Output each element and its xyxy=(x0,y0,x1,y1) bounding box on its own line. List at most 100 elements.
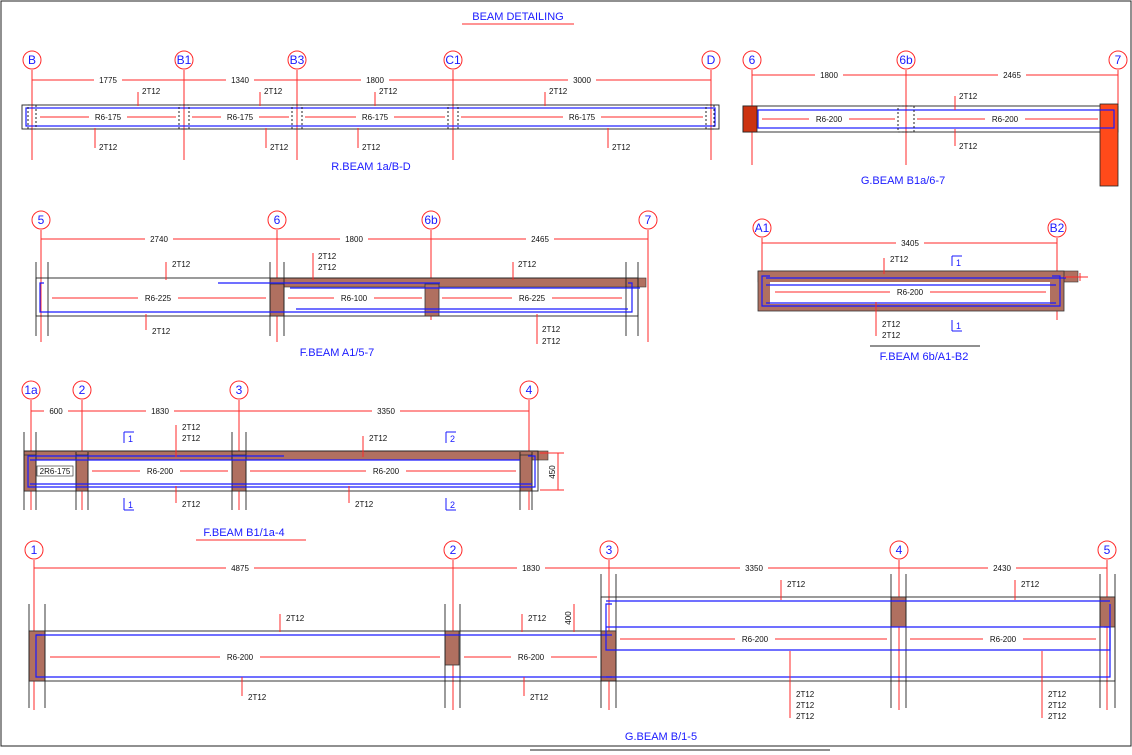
column-mark xyxy=(705,104,715,130)
section-label: 2 xyxy=(450,500,455,510)
top-bar-label: 2T12 xyxy=(182,434,201,443)
span-dimension: 2430 xyxy=(993,564,1011,573)
section-label: 1 xyxy=(956,321,961,331)
top-bar-label: 2T12 xyxy=(318,252,337,261)
bottom-bar-label: 2T12 xyxy=(1048,712,1067,721)
stirrup-label: R6-200 xyxy=(742,635,769,644)
grid-label: 2 xyxy=(450,543,457,557)
top-bar-label: 2T12 xyxy=(379,87,398,96)
span-dimension: 2465 xyxy=(1003,71,1021,80)
label-mask xyxy=(138,293,178,303)
grid-bubble xyxy=(1108,50,1128,70)
bottom-bar-label: 2T12 xyxy=(99,143,118,152)
dim-mask xyxy=(998,70,1026,80)
grid-bubble xyxy=(174,50,194,70)
grid-bubble xyxy=(287,50,307,70)
depth-label: 400 xyxy=(564,611,573,625)
top-bar-label: 2T12 xyxy=(959,92,978,101)
section-label: 1 xyxy=(128,434,133,444)
beam-outline xyxy=(21,104,720,130)
span-dimension: 1830 xyxy=(522,564,540,573)
grid-bubble xyxy=(889,540,909,560)
label-box xyxy=(36,465,74,477)
dim-mask xyxy=(815,70,843,80)
bottom-bar-label: 2T12 xyxy=(612,143,631,152)
grid-label: 6 xyxy=(749,53,756,67)
span-dimension: 3350 xyxy=(377,407,395,416)
section-label: 1 xyxy=(956,258,961,268)
grid-bubble xyxy=(443,50,463,70)
column-mark xyxy=(897,105,915,133)
grid-label: A1 xyxy=(755,221,770,235)
dim-mask xyxy=(740,563,768,573)
top-bar-label: 2T12 xyxy=(787,580,806,589)
grid-label: 1 xyxy=(31,543,38,557)
grid-label: D xyxy=(707,53,716,67)
dim-mask xyxy=(361,75,389,85)
column xyxy=(742,105,758,133)
span-dimension: 600 xyxy=(49,407,63,416)
label-mask xyxy=(334,293,374,303)
dim-mask xyxy=(526,234,554,244)
dim-mask xyxy=(340,234,368,244)
grid-bubble xyxy=(1097,540,1117,560)
span-dimension: 3350 xyxy=(745,564,763,573)
dim-mask xyxy=(226,563,254,573)
top-bar-label: 2T12 xyxy=(142,87,161,96)
label-mask xyxy=(366,466,406,476)
grid-bubble xyxy=(752,218,772,238)
grid-label: 3 xyxy=(236,383,243,397)
grid-label: B xyxy=(28,53,36,67)
beam-detail-gbeam-b1a: 6 6b 7 1800 2465 R6-200 R6-200 2T12 2T12… xyxy=(742,50,1128,187)
grid-bubble xyxy=(22,50,42,70)
grid-label: 7 xyxy=(645,213,652,227)
grid-label: B1 xyxy=(177,53,192,67)
sheet-title: BEAM DETAILING xyxy=(472,11,563,23)
span-dimension: 1775 xyxy=(99,76,117,85)
grid-label: 3 xyxy=(606,543,613,557)
stirrup-label: R6-100 xyxy=(341,294,368,303)
span-dimension: 1800 xyxy=(820,71,838,80)
rebar-cage xyxy=(39,282,633,313)
bottom-bar-label: 2T12 xyxy=(1048,701,1067,710)
grid-bubble xyxy=(229,380,249,400)
section-label: 1 xyxy=(128,500,133,510)
bottom-bar-label: 2T12 xyxy=(882,331,901,340)
top-bar-label: 2T12 xyxy=(172,260,191,269)
stirrup-label: R6-200 xyxy=(992,115,1019,124)
section-label: 2 xyxy=(450,434,455,444)
column xyxy=(424,283,440,317)
grid-label: 5 xyxy=(38,213,45,227)
stirrup-label: R6-175 xyxy=(95,113,122,122)
stirrup-label: R6-225 xyxy=(519,294,546,303)
column xyxy=(1099,103,1119,187)
grid-bubble xyxy=(31,210,51,230)
stirrup-label: R6-175 xyxy=(569,113,596,122)
bottom-bar-label: 2T12 xyxy=(882,320,901,329)
rebar-cage xyxy=(761,275,1061,307)
bottom-bar-label: 2T12 xyxy=(248,693,267,702)
grid-bubble xyxy=(443,540,463,560)
dim-mask xyxy=(94,75,122,85)
rebar-cage xyxy=(25,107,716,127)
label-mask xyxy=(140,466,180,476)
bottom-bar-label: 2T12 xyxy=(182,500,201,509)
beam-title: G.BEAM B/1-5 xyxy=(625,731,697,743)
grid-bubble xyxy=(24,540,44,560)
span-dimension: 2465 xyxy=(531,235,549,244)
label-mask xyxy=(985,114,1025,124)
grid-label: 6b xyxy=(899,53,913,67)
grid-bubble xyxy=(638,210,658,230)
top-bar-label: 2T12 xyxy=(528,614,547,623)
stirrup-label: R6-200 xyxy=(147,467,174,476)
stirrup-label: R6-225 xyxy=(145,294,172,303)
bottom-bar-label: 2T12 xyxy=(796,712,815,721)
grid-label: B3 xyxy=(290,53,305,67)
beam-detail-fbeam-a1: 5 6 6b 7 2740 1800 2465 R6-225 R6-100 R xyxy=(31,210,658,359)
stirrup-label: R6-200 xyxy=(990,635,1017,644)
top-bar-label: 2T12 xyxy=(518,260,537,269)
bottom-bar-label: 2T12 xyxy=(1048,690,1067,699)
beam-title: F.BEAM A1/5-7 xyxy=(300,347,375,359)
grid-bubble xyxy=(1047,218,1067,238)
